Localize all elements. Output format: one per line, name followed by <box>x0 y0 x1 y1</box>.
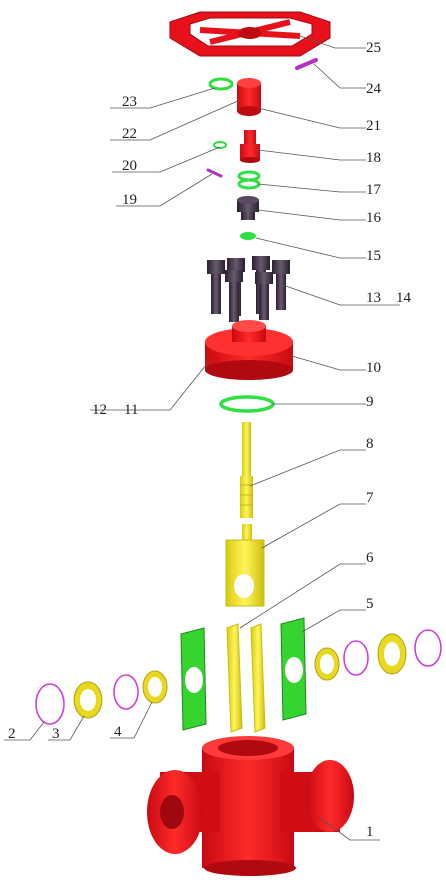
callout-22: 22 <box>122 126 137 142</box>
guide-plates <box>226 623 266 733</box>
callout-1: 1 <box>366 824 374 840</box>
callout-8: 8 <box>366 436 374 452</box>
leader-lines <box>4 35 400 841</box>
callout-23: 23 <box>122 94 137 110</box>
o-ring-23 <box>208 77 234 91</box>
callout-11: 11 <box>124 402 138 418</box>
bonnet <box>205 320 293 380</box>
callout-24: 24 <box>366 81 382 97</box>
callout-18: 18 <box>366 150 381 166</box>
handwheel <box>169 11 331 57</box>
callout-12: 12 <box>92 402 107 418</box>
o-ring-20 <box>213 141 227 149</box>
seats <box>180 617 307 731</box>
stem <box>240 422 253 518</box>
valve-body <box>147 736 354 876</box>
callout-5: 5 <box>366 596 374 612</box>
callout-6: 6 <box>366 550 374 566</box>
gate <box>225 524 265 607</box>
bushing <box>237 78 261 116</box>
callout-14: 14 <box>396 290 412 306</box>
callout-15: 15 <box>366 248 381 264</box>
callout-7: 7 <box>366 490 374 506</box>
callout-25: 25 <box>366 40 381 56</box>
callout-4: 4 <box>114 724 122 740</box>
left-seal-rings <box>35 670 168 725</box>
pin-19 <box>206 168 223 178</box>
callout-16: 16 <box>366 210 382 226</box>
callout-9: 9 <box>366 394 374 410</box>
callout-2: 2 <box>8 726 16 742</box>
seal-17 <box>237 170 261 190</box>
ring-gasket <box>219 395 275 413</box>
callout-21: 21 <box>366 118 381 134</box>
callout-labels: 25 24 23 22 21 20 18 19 17 16 15 13 14 1… <box>8 40 412 840</box>
bearing-16 <box>237 196 259 220</box>
stem-nut <box>240 130 260 163</box>
callout-19: 19 <box>122 192 137 208</box>
callout-3: 3 <box>52 726 60 742</box>
bonnet-bolts <box>207 256 290 322</box>
callout-20: 20 <box>122 158 137 174</box>
callout-10: 10 <box>366 360 381 376</box>
pin-24 <box>295 58 318 70</box>
right-seal-rings <box>314 629 442 681</box>
seal-15 <box>240 232 256 240</box>
callout-17: 17 <box>366 182 382 198</box>
callout-13: 13 <box>366 290 381 306</box>
